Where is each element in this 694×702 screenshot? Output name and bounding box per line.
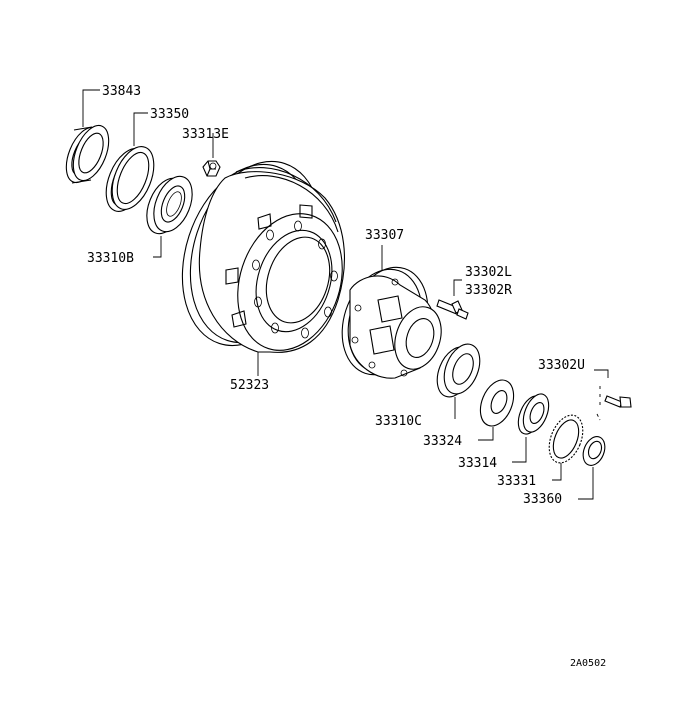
- seal-ring-33350: [105, 146, 155, 212]
- label-33360: 33360: [523, 492, 562, 507]
- label-33843: 33843: [102, 84, 141, 99]
- seal-33843: [65, 124, 110, 184]
- part-labels: 33843 33350 33313E 33310B 52323 33307 33…: [87, 84, 606, 669]
- label-33310C: 33310C: [375, 414, 422, 429]
- label-52323: 52323: [230, 378, 269, 393]
- bolt-33302U: [596, 386, 632, 421]
- leader-lines: [82, 89, 609, 500]
- label-33313E: 33313E: [182, 127, 229, 142]
- o-ring-33360: [582, 436, 606, 466]
- diagram-code: 2A0502: [570, 658, 606, 669]
- nut-33313E: [202, 160, 221, 177]
- label-33302L: 33302L: [465, 265, 512, 280]
- label-33307: 33307: [365, 228, 404, 243]
- hub-33307: [341, 266, 442, 379]
- brake-drum-52323: [181, 160, 345, 353]
- label-33302R: 33302R: [465, 283, 512, 298]
- stud-bolt-33302LR: [436, 299, 469, 320]
- label-33324: 33324: [423, 434, 462, 449]
- label-33302U: 33302U: [538, 358, 585, 373]
- lock-ring-33331: [548, 414, 584, 464]
- nut-33314: [517, 393, 550, 435]
- washer-33324: [479, 379, 515, 427]
- label-33310B: 33310B: [87, 251, 134, 266]
- label-33331: 33331: [497, 474, 536, 489]
- label-33350: 33350: [150, 107, 189, 122]
- label-33314: 33314: [458, 456, 497, 471]
- bearing-33310B: [146, 175, 193, 235]
- bearing-33310C: [436, 343, 481, 398]
